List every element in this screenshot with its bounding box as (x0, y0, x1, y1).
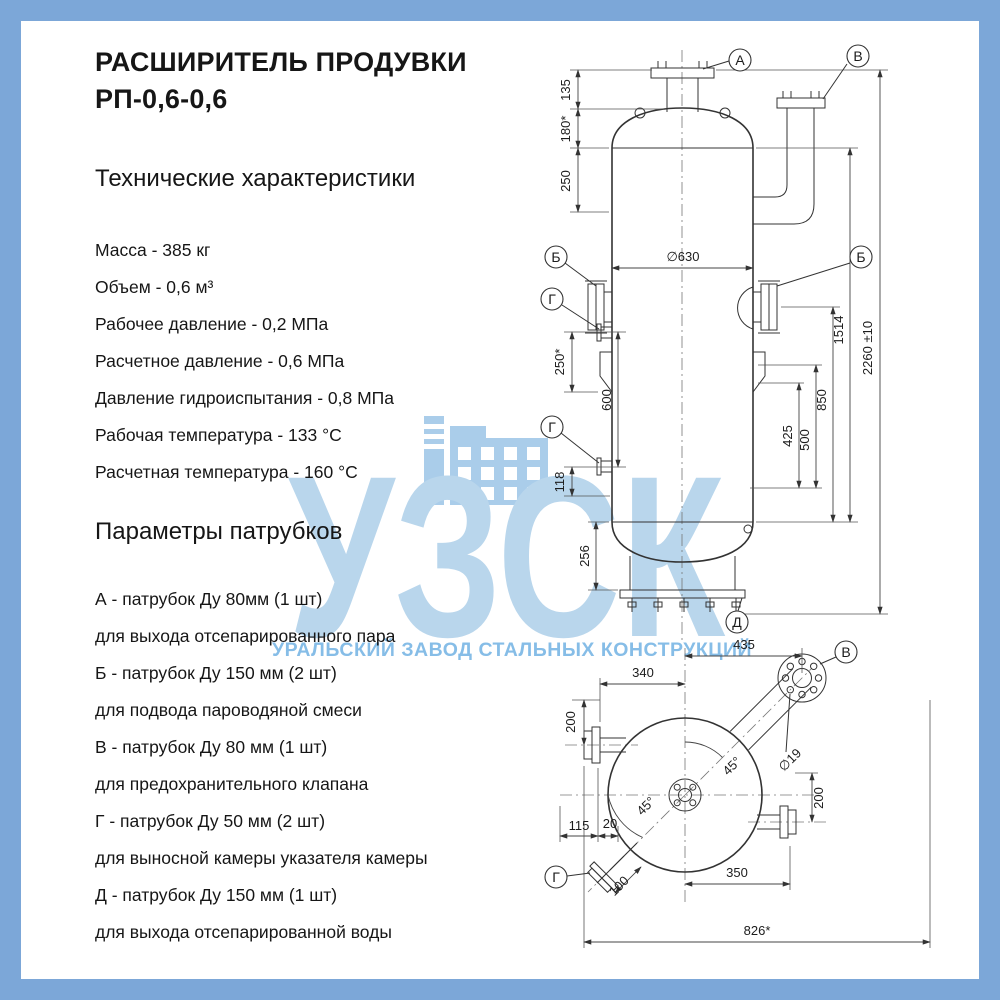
spec-item: Объем - 0,6 м³ (95, 277, 214, 297)
specs-heading: Технические характеристики (95, 165, 416, 192)
nozzle-line: для выхода отсепарированного пара (95, 626, 396, 646)
spec-item: Давление гидроиспытания - 0,8 МПа (95, 388, 394, 408)
spec-item: Рабочее давление - 0,2 МПа (95, 314, 329, 334)
nozzle-line: В - патрубок Ду 80 мм (1 шт) (95, 737, 328, 757)
text-column: РАСШИРИТЕЛЬ ПРОДУВКИ РП-0,6-0,6 Техничес… (95, 44, 575, 951)
spec-item: Расчетное давление - 0,6 МПа (95, 351, 345, 371)
nozzles-list: А - патрубок Ду 80мм (1 шт) для выхода о… (95, 581, 575, 951)
nozzles-heading: Параметры патрубков (95, 518, 343, 545)
doc-title: РАСШИРИТЕЛЬ ПРОДУВКИ РП-0,6-0,6 (95, 44, 575, 118)
spec-item: Расчетная температура - 160 °С (95, 462, 358, 482)
doc-title-line2: РП-0,6-0,6 (95, 84, 228, 114)
nozzle-line: Б - патрубок Ду 150 мм (2 шт) (95, 663, 337, 683)
nozzle-line: для выносной камеры указателя камеры (95, 848, 428, 868)
nozzle-line: для предохранительного клапана (95, 774, 369, 794)
nozzle-line: для выхода отсепарированной воды (95, 922, 392, 942)
doc-title-line1: РАСШИРИТЕЛЬ ПРОДУВКИ (95, 47, 467, 77)
specs-list: Масса - 385 кг Объем - 0,6 м³ Рабочее да… (95, 232, 575, 491)
nozzle-line: для подвода пароводяной смеси (95, 700, 362, 720)
nozzle-line: Д - патрубок Ду 150 мм (1 шт) (95, 885, 338, 905)
spec-item: Масса - 385 кг (95, 240, 211, 260)
spec-item: Рабочая температура - 133 °С (95, 425, 342, 445)
nozzle-line: Г - патрубок Ду 50 мм (2 шт) (95, 811, 326, 831)
nozzle-line: А - патрубок Ду 80мм (1 шт) (95, 589, 323, 609)
